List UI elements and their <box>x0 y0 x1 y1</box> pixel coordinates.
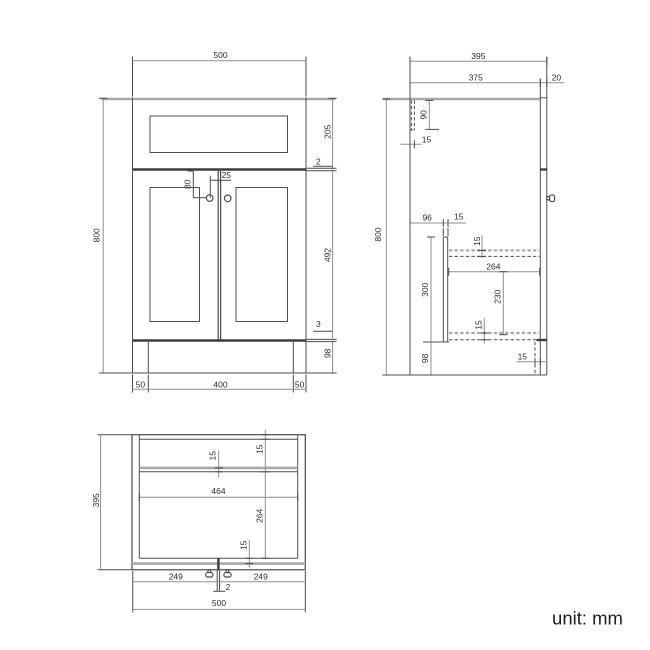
drawer-gap-label: 2 <box>316 157 321 167</box>
inner-height-label: 230 <box>493 289 503 303</box>
hidden-back-rail <box>410 100 415 131</box>
side-dim-plinth-height: 98 <box>420 342 435 376</box>
plinth-inset-right-label: 50 <box>295 379 305 389</box>
partition-thickness-label: 15 <box>454 212 464 222</box>
side-dim-plinth-recess: 15 <box>516 351 546 366</box>
side-height-label: 800 <box>373 227 383 241</box>
left-door-panel <box>149 187 200 322</box>
side-dim-bottom-thickness: 15 <box>473 318 489 344</box>
side-dim-worktop-thickness: 15 <box>472 235 486 258</box>
hidden-bottom-shelf <box>449 331 541 341</box>
plinth-recess-label: 15 <box>518 351 528 361</box>
door-width-left-label: 249 <box>169 571 183 581</box>
left-door-knob <box>205 194 214 202</box>
drawer-front-panel <box>149 115 288 153</box>
front-height-label: 800 <box>92 228 102 242</box>
back-rail-thickness-label: 15 <box>422 135 432 145</box>
back-rail-height-label: 90 <box>419 110 429 120</box>
worktop-thickness-label: 15 <box>472 236 482 246</box>
plan-inner-depth-label: 264 <box>255 508 265 522</box>
front-view-outline <box>101 97 337 374</box>
hidden-worktop <box>449 249 541 257</box>
door-height-label: 492 <box>323 248 333 262</box>
front-dim-handle: 80 25 <box>182 170 232 199</box>
plan-view: 395 15 264 15 464 15 <box>91 429 306 613</box>
plan-dim-front-gap: 15 <box>239 539 254 568</box>
front-view: 500 800 205 2 492 3 98 <box>92 50 337 393</box>
partition-height-label: 300 <box>420 282 430 296</box>
doors-width-label: 400 <box>213 379 227 389</box>
front-dim-bottom: 50 400 50 <box>132 374 307 393</box>
right-door-knob <box>223 194 232 203</box>
side-dim-inner-depth: 264 <box>448 262 541 276</box>
bottom-thickness-label: 15 <box>473 320 483 330</box>
plinth <box>147 341 294 373</box>
plinth-inset-left-label: 50 <box>136 379 146 389</box>
unit-label: unit: mm <box>552 608 623 629</box>
plan-dim-rail-thickness: 15 <box>208 450 223 478</box>
side-plinth-height-label: 98 <box>420 353 430 363</box>
front-width-label: 500 <box>213 50 227 60</box>
side-depth-label: 395 <box>471 51 485 61</box>
inner-width-label: 464 <box>211 486 225 496</box>
inner-depth-label: 264 <box>486 262 500 272</box>
door-center-joint <box>217 169 222 341</box>
door-width-right-label: 249 <box>254 571 268 581</box>
plan-dim-depth: 395 <box>91 434 132 571</box>
rail-thickness-label: 15 <box>208 451 218 461</box>
handle-inset-label: 25 <box>222 170 232 180</box>
door-thickness-label: 20 <box>552 72 562 82</box>
side-dim-depth: 395 375 20 <box>409 51 564 87</box>
plan-dim-inner-width: 464 <box>138 486 299 502</box>
plan-dim-back-inner: 15 264 <box>255 429 270 559</box>
side-view-outline <box>383 56 548 376</box>
plan-knob-right <box>223 569 232 578</box>
plan-door-gap-label: 2 <box>226 582 231 592</box>
side-view: 395 375 20 90 15 800 <box>373 51 564 376</box>
drawer-height-label: 205 <box>323 124 333 138</box>
plan-dim-doors: 249 249 2 500 <box>132 570 306 613</box>
worktop-offset-label: 96 <box>422 212 432 222</box>
back-panel-thickness-label: 15 <box>255 444 265 454</box>
plan-depth-label: 395 <box>91 493 101 507</box>
front-dim-right-chain: 205 2 492 3 98 <box>306 97 337 374</box>
door-gap-label: 3 <box>316 319 321 329</box>
front-dim-height: 800 <box>92 97 108 374</box>
side-knob <box>546 194 556 203</box>
side-dim-inner-height: 230 <box>493 271 508 336</box>
side-dim-back-rail: 90 15 <box>400 99 439 149</box>
front-dim-width: 500 <box>132 50 307 97</box>
side-dim-worktop-offset: 96 15 <box>409 212 466 236</box>
handle-drop-label: 80 <box>182 179 192 189</box>
plinth-height-label: 98 <box>323 348 333 358</box>
front-gap-label: 15 <box>239 540 249 550</box>
carcass-depth-label: 375 <box>469 72 483 82</box>
plan-width-label: 500 <box>212 598 226 608</box>
side-dim-height: 800 <box>373 98 391 376</box>
right-door-panel <box>235 187 288 322</box>
plan-knob-left <box>205 569 214 578</box>
